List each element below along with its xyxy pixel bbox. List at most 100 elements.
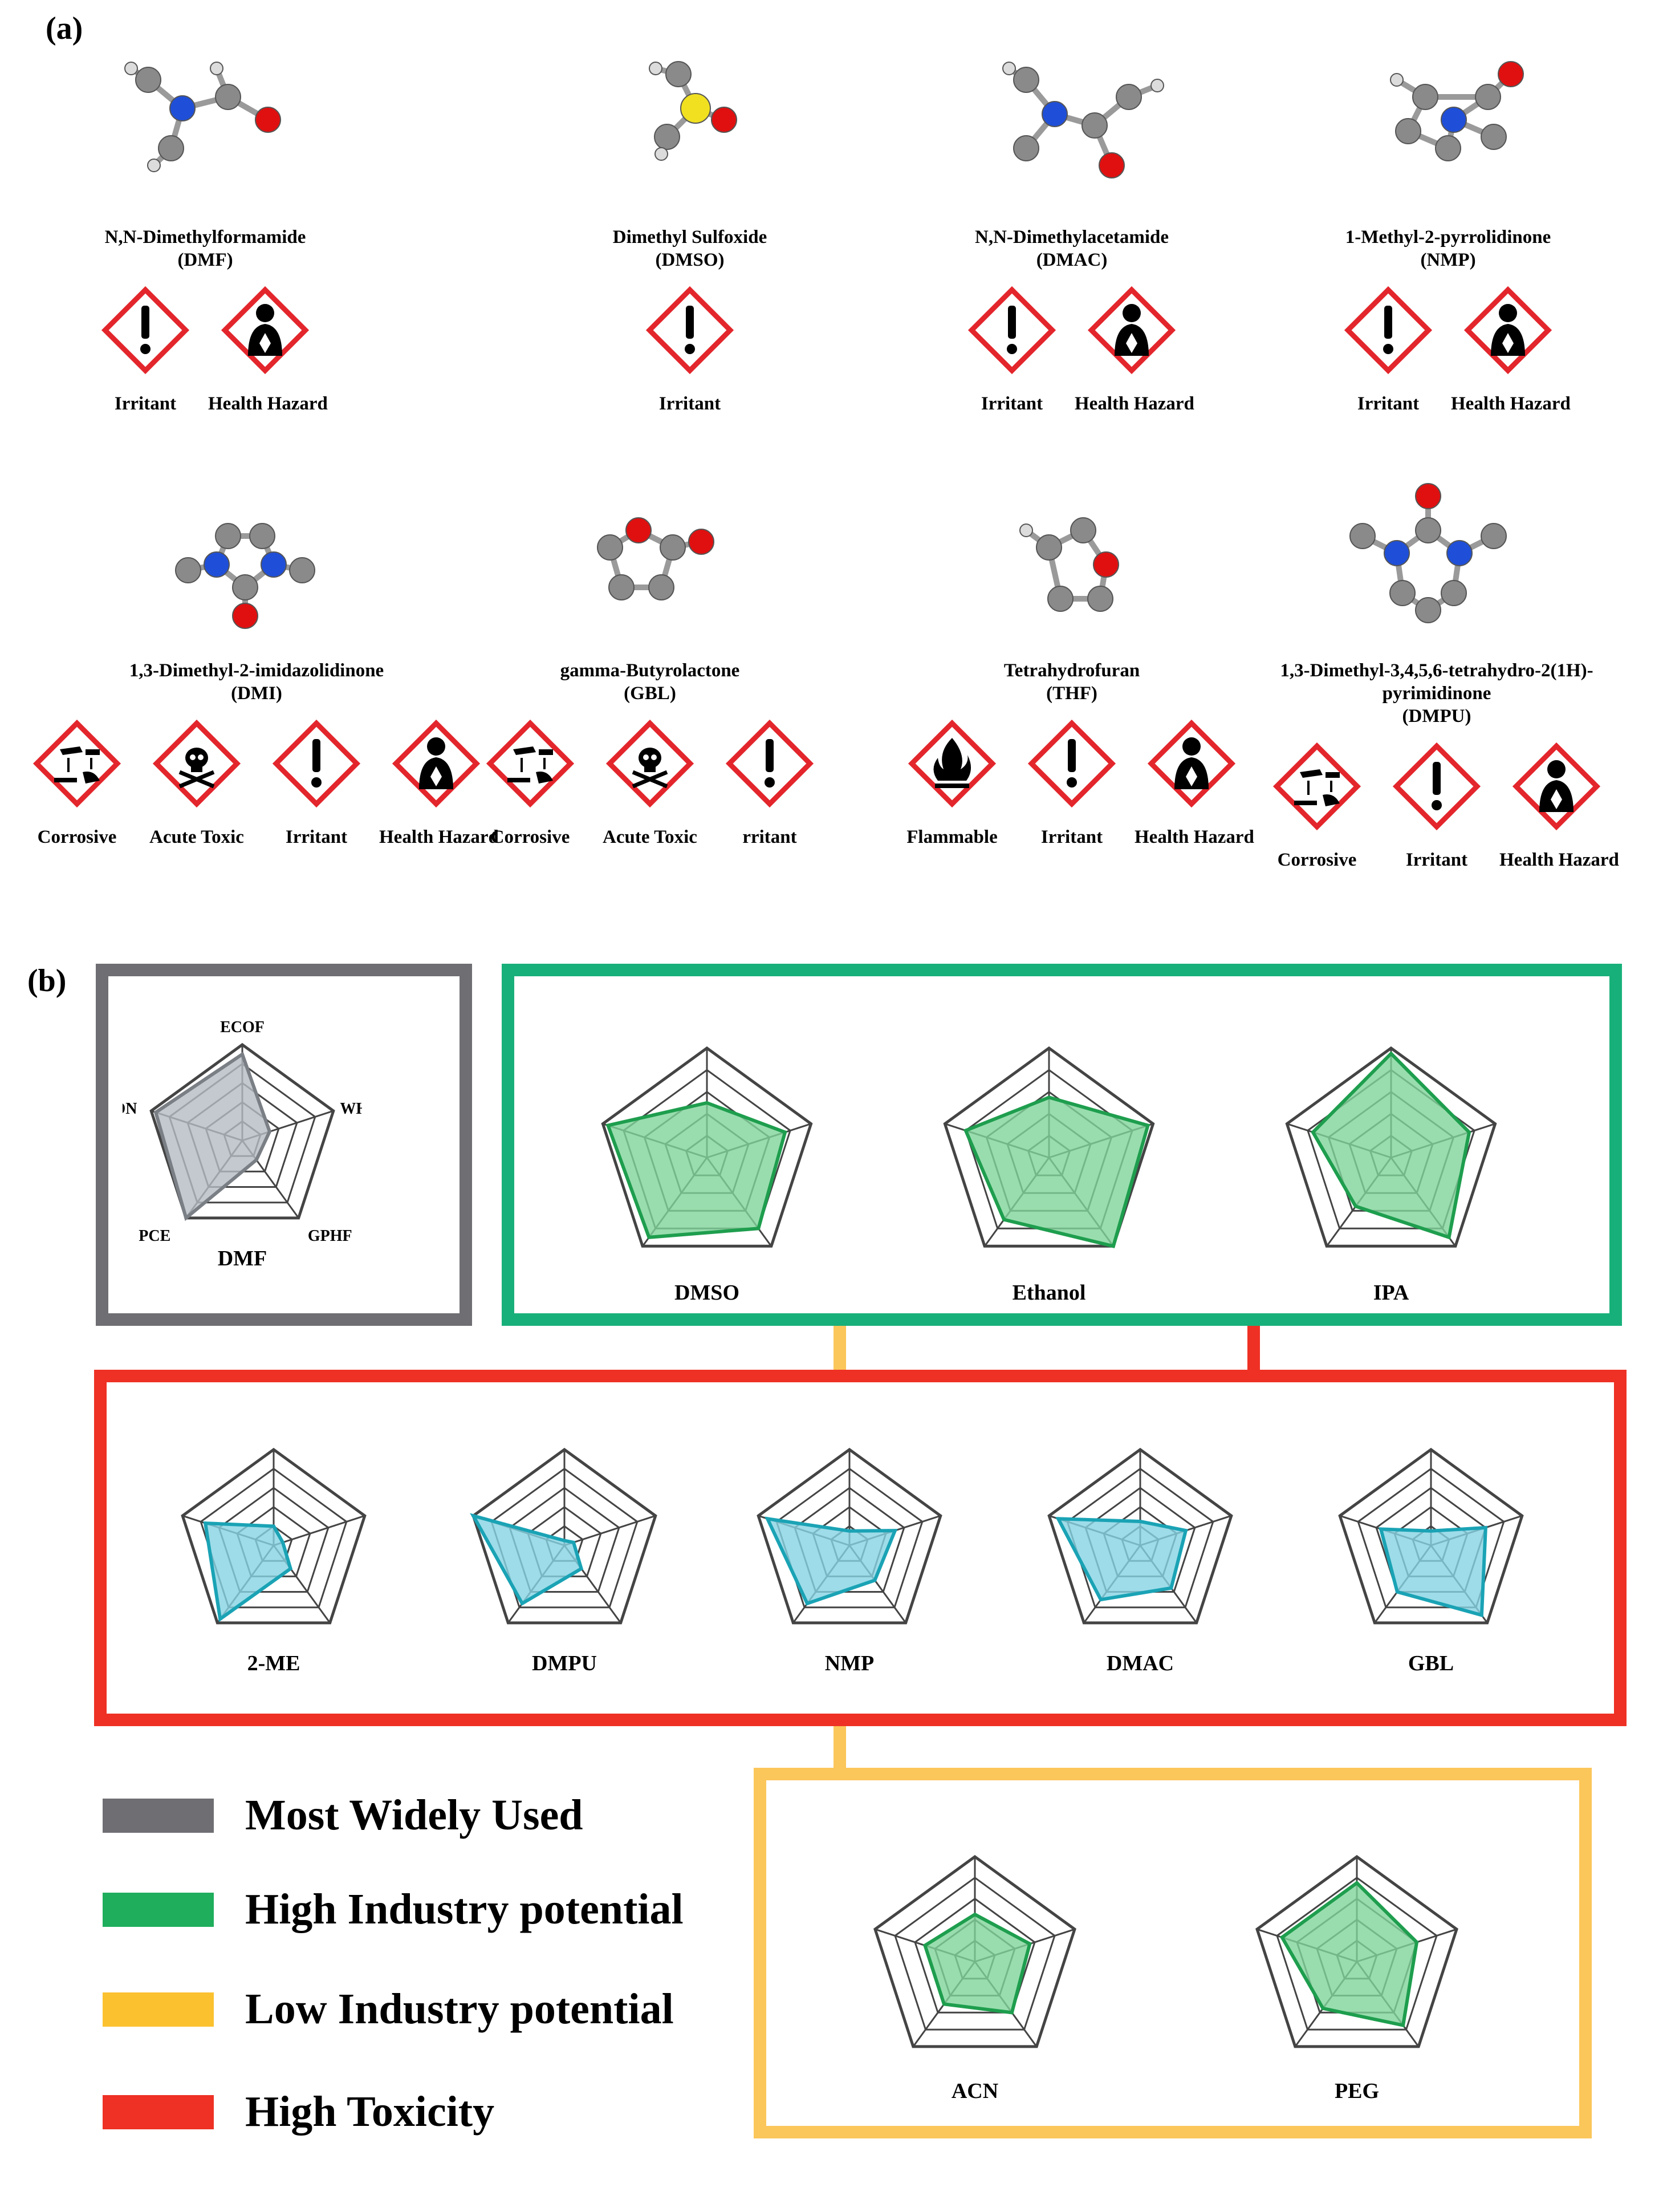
hazard-label: Health Hazard xyxy=(208,393,328,414)
radar-chart: DMSO xyxy=(570,1015,844,1329)
radar-data-point xyxy=(942,2002,946,2006)
radar-series-polygon xyxy=(963,1095,1150,1248)
radar-data-point xyxy=(1389,1052,1393,1056)
radar-data-point xyxy=(1379,1527,1383,1531)
radar-series-polygon xyxy=(1279,1881,1419,2028)
panel-a-label: (a) xyxy=(46,11,83,46)
hazard-label: Flammable xyxy=(906,827,998,847)
radar-data-point xyxy=(783,1130,787,1134)
radar-grid-ring xyxy=(1276,1876,1438,2031)
health-hazard-icon xyxy=(1147,719,1236,808)
legend-label: High Industry potential xyxy=(245,1885,684,1933)
radar-solvent-label: 2-ME xyxy=(247,1651,300,1675)
molecule-model xyxy=(1390,61,1524,161)
radar-solvent-label: DMPU xyxy=(532,1651,597,1675)
molecule-card: 1,3-Dimethyl-2-imidazolidinone(DMI) Corro… xyxy=(0,450,513,848)
molecule-abbreviation: (NMP) xyxy=(1420,250,1476,270)
radar-chart: IPA xyxy=(1254,1015,1528,1329)
radar-data-point xyxy=(1467,1130,1471,1134)
exclamation-icon xyxy=(645,286,734,375)
molecule-structure xyxy=(597,517,714,600)
radar-data-point xyxy=(520,1601,524,1605)
radar-data-point xyxy=(1321,2006,1325,2010)
radar-data-point xyxy=(923,1943,927,1947)
radar-data-point xyxy=(1146,1123,1150,1127)
radar-series-polygon xyxy=(153,1052,272,1221)
hazard-pictogram: Corrosive xyxy=(20,715,134,848)
legend-swatch xyxy=(103,2095,214,2129)
legend-label: Low Industry potential xyxy=(245,1985,674,2033)
radar-data-point xyxy=(1414,1940,1418,1944)
radar-data-point xyxy=(893,1529,897,1533)
molecule-structure xyxy=(649,61,737,161)
radar-grid-ring xyxy=(894,1876,1056,2031)
health-hazard-icon xyxy=(1463,286,1552,375)
hazard-pictogram: Irritant xyxy=(1015,715,1129,848)
hazard-pictogram: Acute Toxic xyxy=(140,715,254,848)
hazard-pictogram: Irritant xyxy=(1380,738,1494,871)
molecule-abbreviation: (DMAC) xyxy=(1036,250,1108,270)
radar-data-point xyxy=(1184,1529,1188,1533)
radar-data-point xyxy=(1169,1586,1173,1590)
radar-data-point xyxy=(254,1158,258,1162)
hazard-pictogram: Irritant xyxy=(1331,282,1445,415)
radar-grid-ring xyxy=(1307,1069,1475,1229)
radar-series-polygon xyxy=(203,1521,293,1622)
legend-item: Low Industry potential xyxy=(103,1984,674,2034)
legend-swatch xyxy=(103,1798,214,1833)
radar-axis-label: WHF xyxy=(340,1100,362,1118)
radar-data-point xyxy=(288,1566,292,1570)
molecule-card: 1,3-Dimethyl-3,4,5,6-tetrahydro-2(1H)-py… xyxy=(1243,450,1631,871)
corrosive-icon xyxy=(486,719,575,808)
radar-data-point xyxy=(1311,1130,1315,1134)
molecule-structure xyxy=(1390,61,1524,161)
exclamation-icon xyxy=(725,719,814,808)
radar-data-point xyxy=(579,1566,583,1570)
hazard-label: Irritant xyxy=(1405,850,1468,870)
radar-chart: GBL xyxy=(1311,1420,1551,1699)
radar-data-point xyxy=(184,1216,188,1220)
molecule-name-line: 1,3-Dimethyl-3,4,5,6-tetrahydro-2(1H)- xyxy=(1280,660,1593,681)
hazard-label: Irritant xyxy=(285,827,348,847)
molecule-name: gamma-Butyrolactone(GBL) xyxy=(456,659,844,705)
hazard-label: Irritant xyxy=(1040,827,1103,847)
radar-grid-ring xyxy=(509,1487,620,1593)
molecule-name: 1,3-Dimethyl-2-imidazolidinone(DMI) xyxy=(0,659,513,705)
radar-series-polygon xyxy=(765,1516,898,1606)
hazard-label: rritant xyxy=(742,827,797,847)
hazard-label: Irritant xyxy=(114,393,177,414)
molecule-name: 1-Methyl-2-pyrrolidinone(NMP) xyxy=(1254,226,1642,271)
molecule-structure xyxy=(1002,62,1164,178)
radar-solvent-label: DMAC xyxy=(1106,1651,1174,1675)
radar-data-point xyxy=(963,1129,967,1133)
radar-data-point xyxy=(280,1540,284,1544)
radar-data-point xyxy=(705,1101,709,1105)
molecule-name-line: 1,3-Dimethyl-2-imidazolidinone xyxy=(129,660,384,681)
radar-chart: ACN xyxy=(844,1825,1106,2127)
hazard-label: Irritant xyxy=(658,393,721,414)
legend-swatch xyxy=(103,1892,214,1927)
radar-data-point xyxy=(267,1130,271,1134)
corrosive-icon xyxy=(32,719,121,808)
radar-data-point xyxy=(1353,1204,1357,1208)
flame-icon xyxy=(908,719,997,808)
radar-data-point xyxy=(1280,1935,1284,1939)
radar-grid-ring xyxy=(601,1046,813,1248)
legend-item: High Toxicity xyxy=(103,2087,494,2137)
hazard-label: Corrosive xyxy=(1277,850,1357,870)
radar-axis-label: PCE xyxy=(139,1227,170,1245)
radar-data-point xyxy=(1483,1525,1487,1529)
molecule-name: Dimethyl Sulfoxide(DMSO) xyxy=(496,226,884,271)
radar-axis-line xyxy=(273,1515,365,1547)
hazard-pictogram: Flammable xyxy=(895,715,1009,848)
radar-data-point xyxy=(471,1514,475,1518)
radar-solvent-label: PEG xyxy=(1334,2079,1380,2103)
hazard-label: Acute Toxic xyxy=(149,827,244,847)
connector-red xyxy=(1247,1326,1260,1371)
radar-data-point xyxy=(757,1227,761,1231)
